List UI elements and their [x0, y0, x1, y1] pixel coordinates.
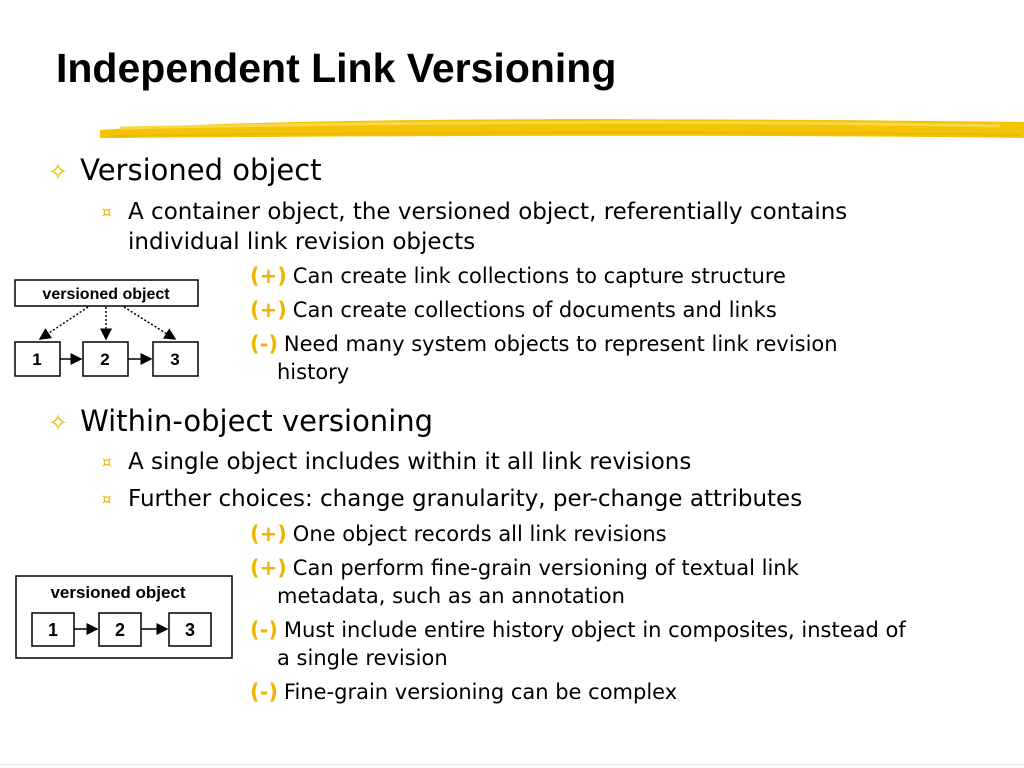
container-box: [14, 279, 199, 307]
revision-label: 2: [100, 350, 109, 369]
subpoint: ¤ Further choices: change granularity, p…: [102, 486, 803, 512]
highlight-stroke-decoration: [100, 119, 1024, 138]
z-bullet-icon: ¤: [102, 453, 112, 471]
revision-label: 3: [170, 350, 179, 369]
slide-title: Independent Link Versioning: [56, 45, 617, 91]
section-heading-within-object: ✧ Within-object versioning: [48, 404, 433, 440]
pro-item: (+)Can perform fine-grain versioning of …: [250, 556, 799, 580]
revision-label: 1: [32, 350, 41, 369]
footer-divider: [0, 764, 1024, 765]
revision-box: [168, 612, 212, 647]
revision-label: 1: [48, 620, 58, 640]
subpoint: ¤ A container object, the versioned obje…: [102, 199, 848, 255]
pro-item: (+)One object records all link revisions: [250, 522, 667, 546]
diamond-star-icon: ✧: [48, 409, 69, 437]
pro-item: (+)Can create link collections to captur…: [250, 264, 786, 288]
revision-label: 2: [115, 620, 125, 640]
versioned-object-diagram: versioned object 1 2 3: [14, 279, 199, 377]
section-heading-text: Within-object versioning: [80, 404, 434, 438]
z-bullet-icon: ¤: [102, 490, 112, 508]
revision-box: [98, 612, 142, 647]
section-heading-versioned-object: ✧ Versioned object: [48, 153, 322, 189]
subpoint: ¤ A single object includes within it all…: [102, 449, 692, 475]
con-item: (-)Need many system objects to represent…: [250, 332, 838, 356]
con-item-continuation: history: [277, 360, 350, 384]
within-object-diagram: versioned object 1 2 3: [15, 575, 233, 659]
revision-box: [152, 341, 199, 377]
con-item-continuation: a single revision: [277, 646, 448, 670]
pros-cons-list: (+)One object records all link revisions…: [250, 520, 990, 706]
z-bullet-icon: ¤: [102, 203, 112, 221]
revision-box: [31, 612, 75, 647]
diamond-star-icon: ✧: [48, 158, 69, 186]
container-label: versioned object: [50, 583, 185, 602]
con-item: (-)Fine-grain versioning can be complex: [250, 680, 678, 704]
container-label: versioned object: [42, 286, 170, 303]
pro-item-continuation: metadata, such as an annotation: [277, 584, 625, 608]
pros-cons-list: (+)Can create link collections to captur…: [250, 262, 990, 386]
pro-item: (+)Can create collections of documents a…: [250, 298, 777, 322]
section-heading-text: Versioned object: [80, 153, 322, 187]
revision-label: 3: [185, 620, 195, 640]
con-item: (-)Must include entire history object in…: [250, 618, 906, 642]
